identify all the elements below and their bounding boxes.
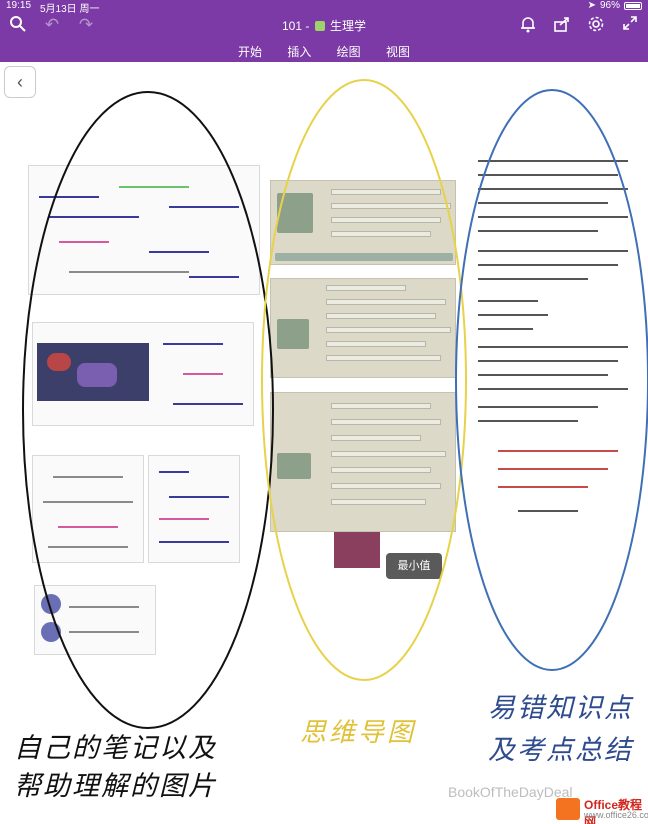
ribbon-tabs: 开始 插入 绘图 视图 [0,43,648,60]
ink-circle-left [22,91,274,729]
tab-home[interactable]: 开始 [237,45,262,59]
mind-map-3 [270,392,456,532]
mind-map-1 [270,180,456,265]
annotation-left: 自己的笔记以及 帮助理解的图片 [14,730,217,806]
location-icon: ➤ [587,0,596,11]
office-logo-icon [556,798,580,820]
status-right: ➤ 96% [588,0,642,11]
gear-icon[interactable] [586,15,606,35]
note-image-2 [32,322,254,426]
annotation-left-line2: 帮助理解的图片 [14,771,217,802]
redo-icon[interactable]: ↷ [78,15,94,34]
status-date: 5月13日 周一 [40,4,100,15]
ink-circle-right [455,89,648,671]
tab-view[interactable]: 视图 [386,45,411,59]
note-image-1 [28,165,260,295]
app-header: 19:15 5月13日 周一 ➤ 96% ↶ ↷ 101 - 生理学 [0,0,648,62]
note-image-3 [32,455,144,563]
bell-icon[interactable] [518,15,538,35]
annotation-left-line1: 自己的笔记以及 [14,733,217,764]
notebook-icon [314,21,325,31]
watermark-text: BookOfTheDayDeal [448,784,573,800]
annotation-middle: 思维导图 [300,718,417,748]
undo-icon[interactable]: ↶ [44,15,60,34]
status-bar: 19:15 5月13日 周一 ➤ 96% [0,0,648,15]
text-notes [478,150,638,530]
annotation-right-line1: 易错知识点 [488,693,633,724]
annotation-right: 易错知识点 及考点总结 [488,688,633,772]
annotation-right-line2: 及考点总结 [488,735,633,766]
badge-title: Office教程网 [584,798,643,824]
cell-diagram-photo [37,343,149,401]
status-time: 19:15 [6,0,32,11]
note-image-4 [148,455,240,563]
battery-percent: 96% [599,0,620,11]
search-icon[interactable] [8,15,28,35]
back-button[interactable]: ‹ [4,66,36,98]
zoom-tooltip: 最小值 [386,553,442,579]
ink-circle-middle [261,79,467,681]
battery-icon [624,1,642,10]
page-title: 101 - 生理学 [0,17,648,34]
tab-insert[interactable]: 插入 [287,45,312,59]
badge-url: www.office26.com [584,810,648,820]
tab-draw[interactable]: 绘图 [336,45,361,59]
expand-icon[interactable] [620,15,640,35]
histology-photo [334,532,380,568]
site-badge: Office教程网 www.office26.com [554,794,648,824]
share-icon[interactable] [552,15,572,35]
page-title-prefix: 101 - [281,19,310,33]
notebook-name: 生理学 [330,19,367,33]
mind-map-2 [270,278,456,378]
